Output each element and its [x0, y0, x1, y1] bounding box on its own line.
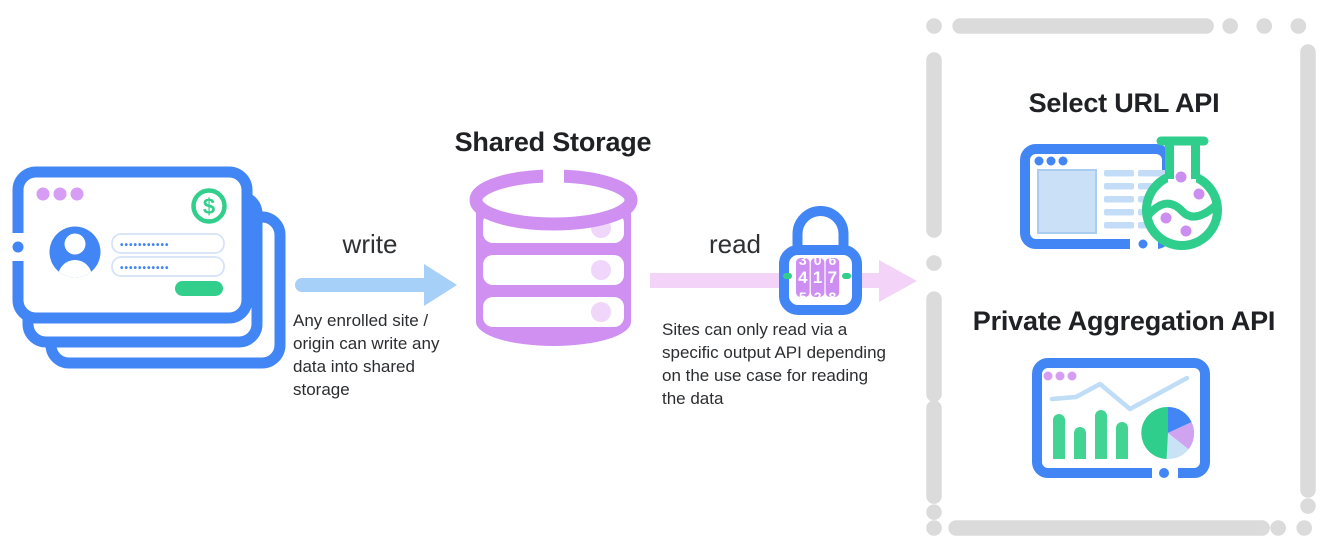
private-aggregation-api-title: Private Aggregation API: [972, 306, 1276, 336]
write-arrow-body: [295, 278, 427, 292]
svg-text:5: 5: [799, 289, 807, 305]
lock-shackle: [792, 206, 849, 253]
database-icon: [469, 166, 638, 346]
window-dots-blue: [1034, 156, 1068, 166]
svg-text:•••••••••••: •••••••••••: [120, 263, 170, 274]
password-field-1: •••••••••••: [111, 233, 225, 254]
border-dot: [1138, 239, 1148, 249]
svg-text:0: 0: [814, 252, 822, 268]
svg-text:7: 7: [828, 268, 837, 287]
svg-text:8: 8: [829, 289, 837, 305]
content-block: [1037, 169, 1097, 234]
user-avatar-icon: [49, 226, 101, 278]
read-arrow-head: [879, 260, 917, 302]
lock-dials: [796, 258, 840, 297]
border-dot: [1159, 468, 1169, 478]
browser-stack-icon: $ ••••••••••• •••••••••••: [9, 166, 286, 369]
svg-text:3: 3: [799, 252, 807, 268]
window-dots-purple: [36, 187, 84, 201]
submit-button-shape: [175, 281, 223, 296]
read-note: Sites can only read via a specific outpu…: [662, 320, 886, 408]
flask-bubbles: [1160, 171, 1205, 237]
border-dot: [12, 241, 24, 253]
line-chart: [1049, 375, 1190, 412]
write-arrow-head: [424, 264, 457, 306]
svg-text:2: 2: [814, 289, 822, 305]
db-top-gap: [543, 166, 564, 183]
dollar-badge-icon: $: [191, 188, 227, 224]
window-dots-purple: [1043, 371, 1077, 381]
svg-text:1: 1: [813, 268, 822, 287]
select-url-api-title: Select URL API: [1028, 88, 1220, 118]
pie-chart: [1141, 406, 1195, 460]
front-card: $ ••••••••••• •••••••••••: [9, 166, 253, 324]
bar-chart: [1053, 410, 1128, 459]
combination-lock-icon: 3 0 6 4 1 7 5 2 8: [779, 206, 862, 315]
svg-text:4: 4: [798, 268, 808, 287]
password-field-2: •••••••••••: [111, 256, 225, 277]
select-url-api-icon: [1020, 136, 1222, 252]
flask-icon: [1142, 136, 1222, 250]
lock-dial-digits: 3 0 6 4 1 7 5 2 8: [798, 252, 837, 305]
svg-text:6: 6: [829, 252, 837, 268]
write-note: Any enrolled site / origin can write any…: [293, 311, 440, 399]
svg-text:$: $: [203, 194, 215, 219]
flask-liquid-wave: [1150, 199, 1214, 221]
shared-storage-title: Shared Storage: [454, 127, 652, 157]
private-aggregation-api-icon: [1032, 358, 1210, 481]
read-label: read: [708, 229, 762, 259]
lock-green-dashes: [783, 273, 851, 279]
write-label: write: [342, 229, 398, 259]
svg-text:•••••••••••: •••••••••••: [120, 240, 170, 251]
